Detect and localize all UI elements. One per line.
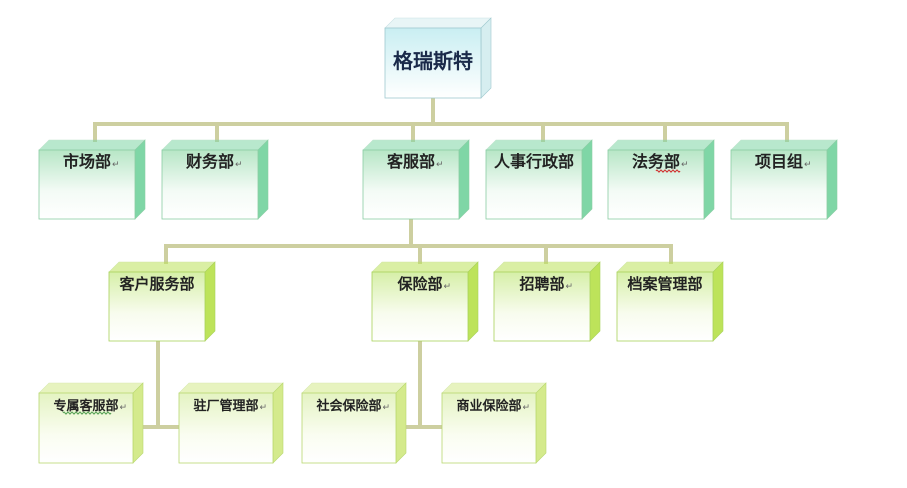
- box-front-face: [178, 392, 274, 464]
- node-label: 人事行政部: [494, 152, 574, 171]
- dept-project-team: 项目组↵: [730, 139, 838, 220]
- box-top-face: [485, 139, 593, 151]
- box-front-face: [301, 392, 397, 464]
- box-top-face: [384, 17, 492, 29]
- sub-unit-social-insurance: 社会保险部↵: [301, 382, 407, 464]
- paragraph-mark-icon: ↵: [681, 160, 689, 170]
- box-top-face: [38, 382, 144, 394]
- node-label: 法务部: [632, 152, 680, 171]
- box-front-face: [730, 149, 828, 220]
- node-label: 商业保险部: [456, 398, 521, 414]
- paragraph-mark-icon: ↵: [120, 403, 128, 413]
- box-side-face: [467, 261, 479, 342]
- box-side-face: [272, 382, 284, 464]
- paragraph-mark-icon: ↵: [112, 160, 120, 170]
- box-side-face: [581, 139, 593, 220]
- box-side-face: [480, 17, 492, 99]
- node-label: 客服部: [387, 152, 435, 171]
- paragraph-mark-icon: ↵: [235, 160, 243, 170]
- box-front-face: [362, 149, 460, 220]
- box-side-face: [535, 382, 547, 464]
- unit-recruitment: 招聘部↵: [493, 261, 601, 342]
- dept-legal: 法务部↵: [607, 139, 715, 220]
- box-front-face: [493, 271, 591, 342]
- box-top-face: [38, 139, 146, 151]
- box-top-face: [362, 139, 470, 151]
- box-top-face: [161, 139, 269, 151]
- root-node: 格瑞斯特: [384, 17, 492, 99]
- node-label: 市场部: [63, 152, 111, 171]
- box-top-face: [178, 382, 284, 394]
- box-top-face: [730, 139, 838, 151]
- node-label: 项目组: [755, 152, 803, 171]
- box-side-face: [204, 261, 216, 342]
- box-front-face: [108, 271, 206, 342]
- grammar-squiggle: [62, 411, 112, 415]
- unit-customer-service: 客户服务部: [108, 261, 216, 342]
- box-top-face: [607, 139, 715, 151]
- sub-unit-commercial-insurance: 商业保险部↵: [441, 382, 547, 464]
- dept-hr-admin: 人事行政部: [485, 139, 593, 220]
- box-top-face: [493, 261, 601, 273]
- box-side-face: [458, 139, 470, 220]
- box-top-face: [616, 261, 724, 273]
- dept-finance: 财务部↵: [161, 139, 269, 220]
- paragraph-mark-icon: ↵: [523, 403, 531, 413]
- box-front-face: [38, 392, 134, 464]
- node-label: 招聘部: [519, 275, 564, 293]
- box-front-face: [371, 271, 469, 342]
- box-front-face: [38, 149, 136, 220]
- box-side-face: [132, 382, 144, 464]
- node-label: 档案管理部: [627, 275, 702, 293]
- sub-unit-exclusive-service: 专属客服部↵: [38, 382, 144, 464]
- box-front-face: [485, 149, 583, 220]
- paragraph-mark-icon: ↵: [436, 160, 444, 170]
- paragraph-mark-icon: ↵: [260, 403, 268, 413]
- unit-insurance: 保险部↵: [371, 261, 479, 342]
- box-top-face: [441, 382, 547, 394]
- spellcheck-squiggle: [655, 169, 681, 173]
- paragraph-mark-icon: ↵: [566, 282, 574, 292]
- node-label: 社会保险部: [315, 398, 381, 414]
- node-label: 客户服务部: [118, 275, 194, 293]
- node-label: 财务部: [185, 152, 234, 171]
- connector-lines: [93, 96, 789, 429]
- box-front-face: [441, 392, 537, 464]
- dept-marketing: 市场部↵: [38, 139, 146, 220]
- box-side-face: [712, 261, 724, 342]
- paragraph-mark-icon: ↵: [444, 282, 452, 292]
- node-label: 驻厂管理部: [193, 398, 258, 414]
- box-side-face: [826, 139, 838, 220]
- box-top-face: [301, 382, 407, 394]
- paragraph-mark-icon: ↵: [804, 160, 812, 170]
- box-side-face: [395, 382, 407, 464]
- box-front-face: [384, 27, 482, 99]
- box-side-face: [257, 139, 269, 220]
- paragraph-mark-icon: ↵: [383, 403, 391, 413]
- dept-customer-service: 客服部↵: [362, 139, 470, 220]
- box-top-face: [108, 261, 216, 273]
- box-top-face: [371, 261, 479, 273]
- sub-unit-onsite-management: 驻厂管理部↵: [178, 382, 284, 464]
- box-side-face: [589, 261, 601, 342]
- node-label: 格瑞斯特: [393, 49, 473, 73]
- box-front-face: [616, 271, 714, 342]
- box-front-face: [607, 149, 705, 220]
- box-side-face: [134, 139, 146, 220]
- box-front-face: [161, 149, 259, 220]
- box-side-face: [703, 139, 715, 220]
- node-label: 保险部: [396, 275, 442, 293]
- node-label: 专属客服部: [53, 398, 118, 414]
- unit-records: 档案管理部: [616, 261, 724, 342]
